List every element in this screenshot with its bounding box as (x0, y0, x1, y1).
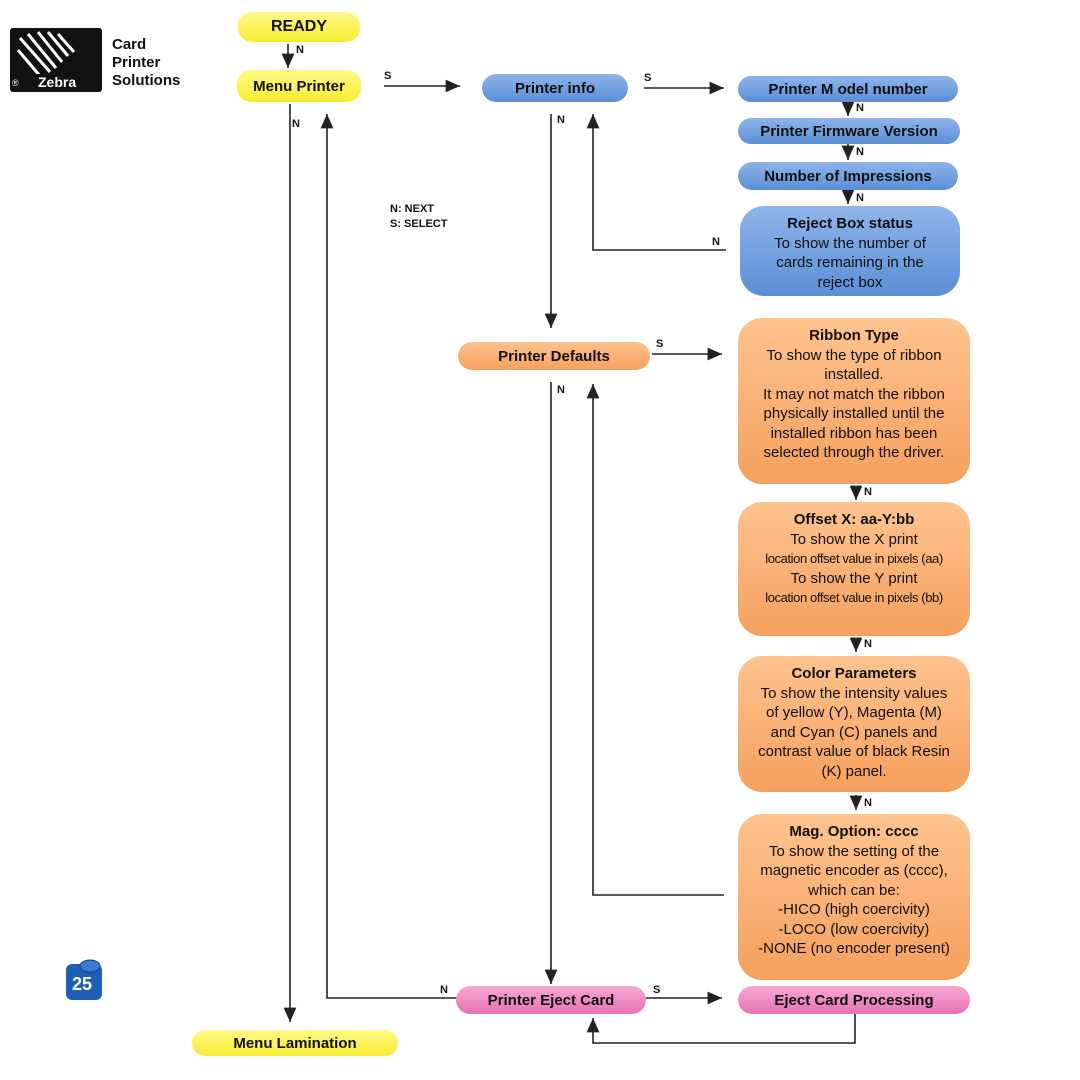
brand-line: Solutions (112, 72, 181, 89)
zebra-logo: Zebra ® (10, 28, 102, 92)
legend: N: NEXT S: SELECT (390, 202, 447, 232)
edge-label-s: S (656, 338, 664, 350)
node-title: Ribbon Type (809, 327, 899, 344)
node-description: To show the number of cards remaining in… (774, 234, 926, 291)
node-description: To show the type of ribbon installed. It… (763, 346, 945, 462)
node-ribbon-type: Ribbon Type To show the type of ribbon i… (738, 318, 970, 484)
node-menu-printer: Menu Printer (237, 70, 361, 102)
edge-label-n: N (292, 118, 300, 130)
node-menu-lamination: Menu Lamination (192, 1030, 398, 1056)
node-ready: READY (238, 12, 360, 42)
registered-mark: ® (12, 78, 19, 88)
edge-label-n: N (856, 102, 864, 114)
edge-label-s: S (644, 72, 652, 84)
edge-label-n: N (557, 384, 565, 396)
zebra-head-icon (16, 31, 98, 90)
edge-label-n: N (856, 146, 864, 158)
node-description: To show the Y print (790, 569, 918, 587)
node-impressions: Number of Impressions (738, 162, 958, 190)
node-description: To show the intensity values of yellow (… (758, 684, 950, 780)
edge-label-n: N (440, 984, 448, 996)
brand-line: Printer (112, 54, 161, 71)
node-firmware: Printer Firmware Version (738, 118, 960, 144)
node-model-number: Printer M odel number (738, 76, 958, 102)
edge-label-s: S (384, 70, 392, 82)
edge-label-s: S (653, 984, 661, 996)
node-printer-info: Printer info (482, 74, 628, 102)
node-mag-option: Mag. Option: cccc To show the setting of… (738, 814, 970, 980)
node-eject-card: Printer Eject Card (456, 986, 646, 1014)
brand-text: Card Printer Solutions (112, 36, 180, 90)
brand-line: Card (112, 36, 147, 53)
legend-next: N: NEXT (390, 203, 434, 215)
node-reject-box: Reject Box status To show the number of … (740, 206, 960, 296)
node-description: location offset value in pixels (bb) (765, 590, 943, 605)
node-printer-defaults: Printer Defaults (458, 342, 650, 370)
logo-word: Zebra (38, 74, 77, 90)
node-offset: Offset X: aa-Y:bb To show the X print lo… (738, 502, 970, 636)
edge-eject-menu (320, 114, 458, 999)
edge-label-n: N (296, 44, 304, 56)
node-title: Mag. Option: cccc (789, 823, 919, 840)
edge-label-n: N (864, 797, 872, 809)
node-description: To show the setting of the magnetic enco… (758, 842, 950, 958)
legend-select: S: SELECT (390, 218, 448, 230)
edge-label-n: N (864, 486, 872, 498)
node-title: Offset X: aa-Y:bb (793, 511, 915, 528)
edge-label-n: N (557, 114, 565, 126)
node-title: Color Parameters (791, 665, 917, 682)
edge-label-n: N (864, 638, 872, 650)
node-color-parameters: Color Parameters To show the intensity v… (738, 656, 970, 792)
node-description: To show the X print (790, 530, 918, 548)
edge-mag-defaults (586, 384, 724, 896)
edge-label-n: N (712, 236, 720, 248)
edge-processing-eject (586, 1014, 856, 1044)
edge-reject-info (586, 114, 726, 251)
node-title: Reject Box status (787, 215, 913, 232)
page-number: 25 (72, 974, 93, 994)
node-description: location offset value in pixels (aa) (765, 551, 943, 566)
ribbon-roll-icon (66, 959, 102, 1000)
edge-label-n: N (856, 192, 864, 204)
page-badge: 25 (64, 958, 104, 1002)
node-eject-processing: Eject Card Processing (738, 986, 970, 1014)
